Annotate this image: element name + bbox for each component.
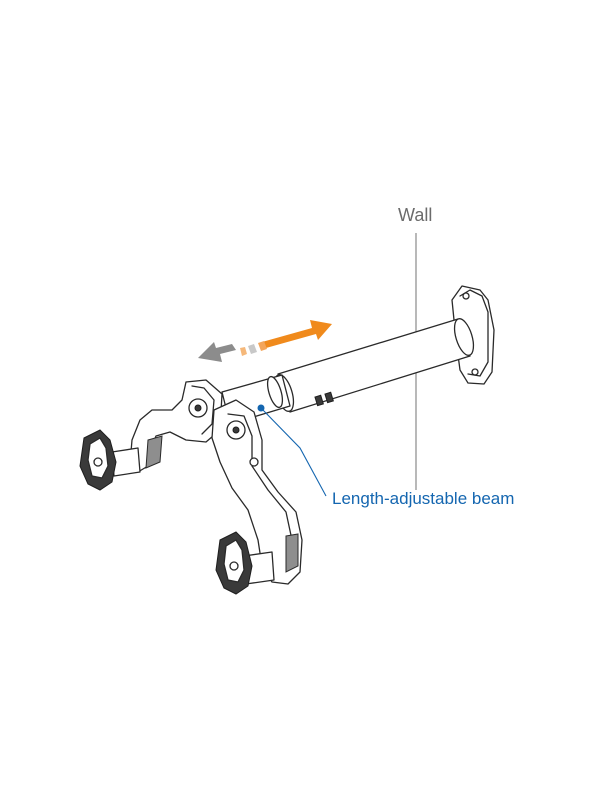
upper-arm [111,379,223,477]
double-headed-arrow-icon [198,320,332,362]
beam-label: Length-adjustable beam [332,489,515,508]
lower-arm [211,399,303,585]
beam-callout-line [260,407,327,497]
dot-marker-icon [257,404,265,412]
wall-mount-plate [451,285,495,385]
upper-wheel-hook [79,429,117,491]
wall-label: Wall [398,205,433,225]
lower-wheel-hook [215,531,253,595]
